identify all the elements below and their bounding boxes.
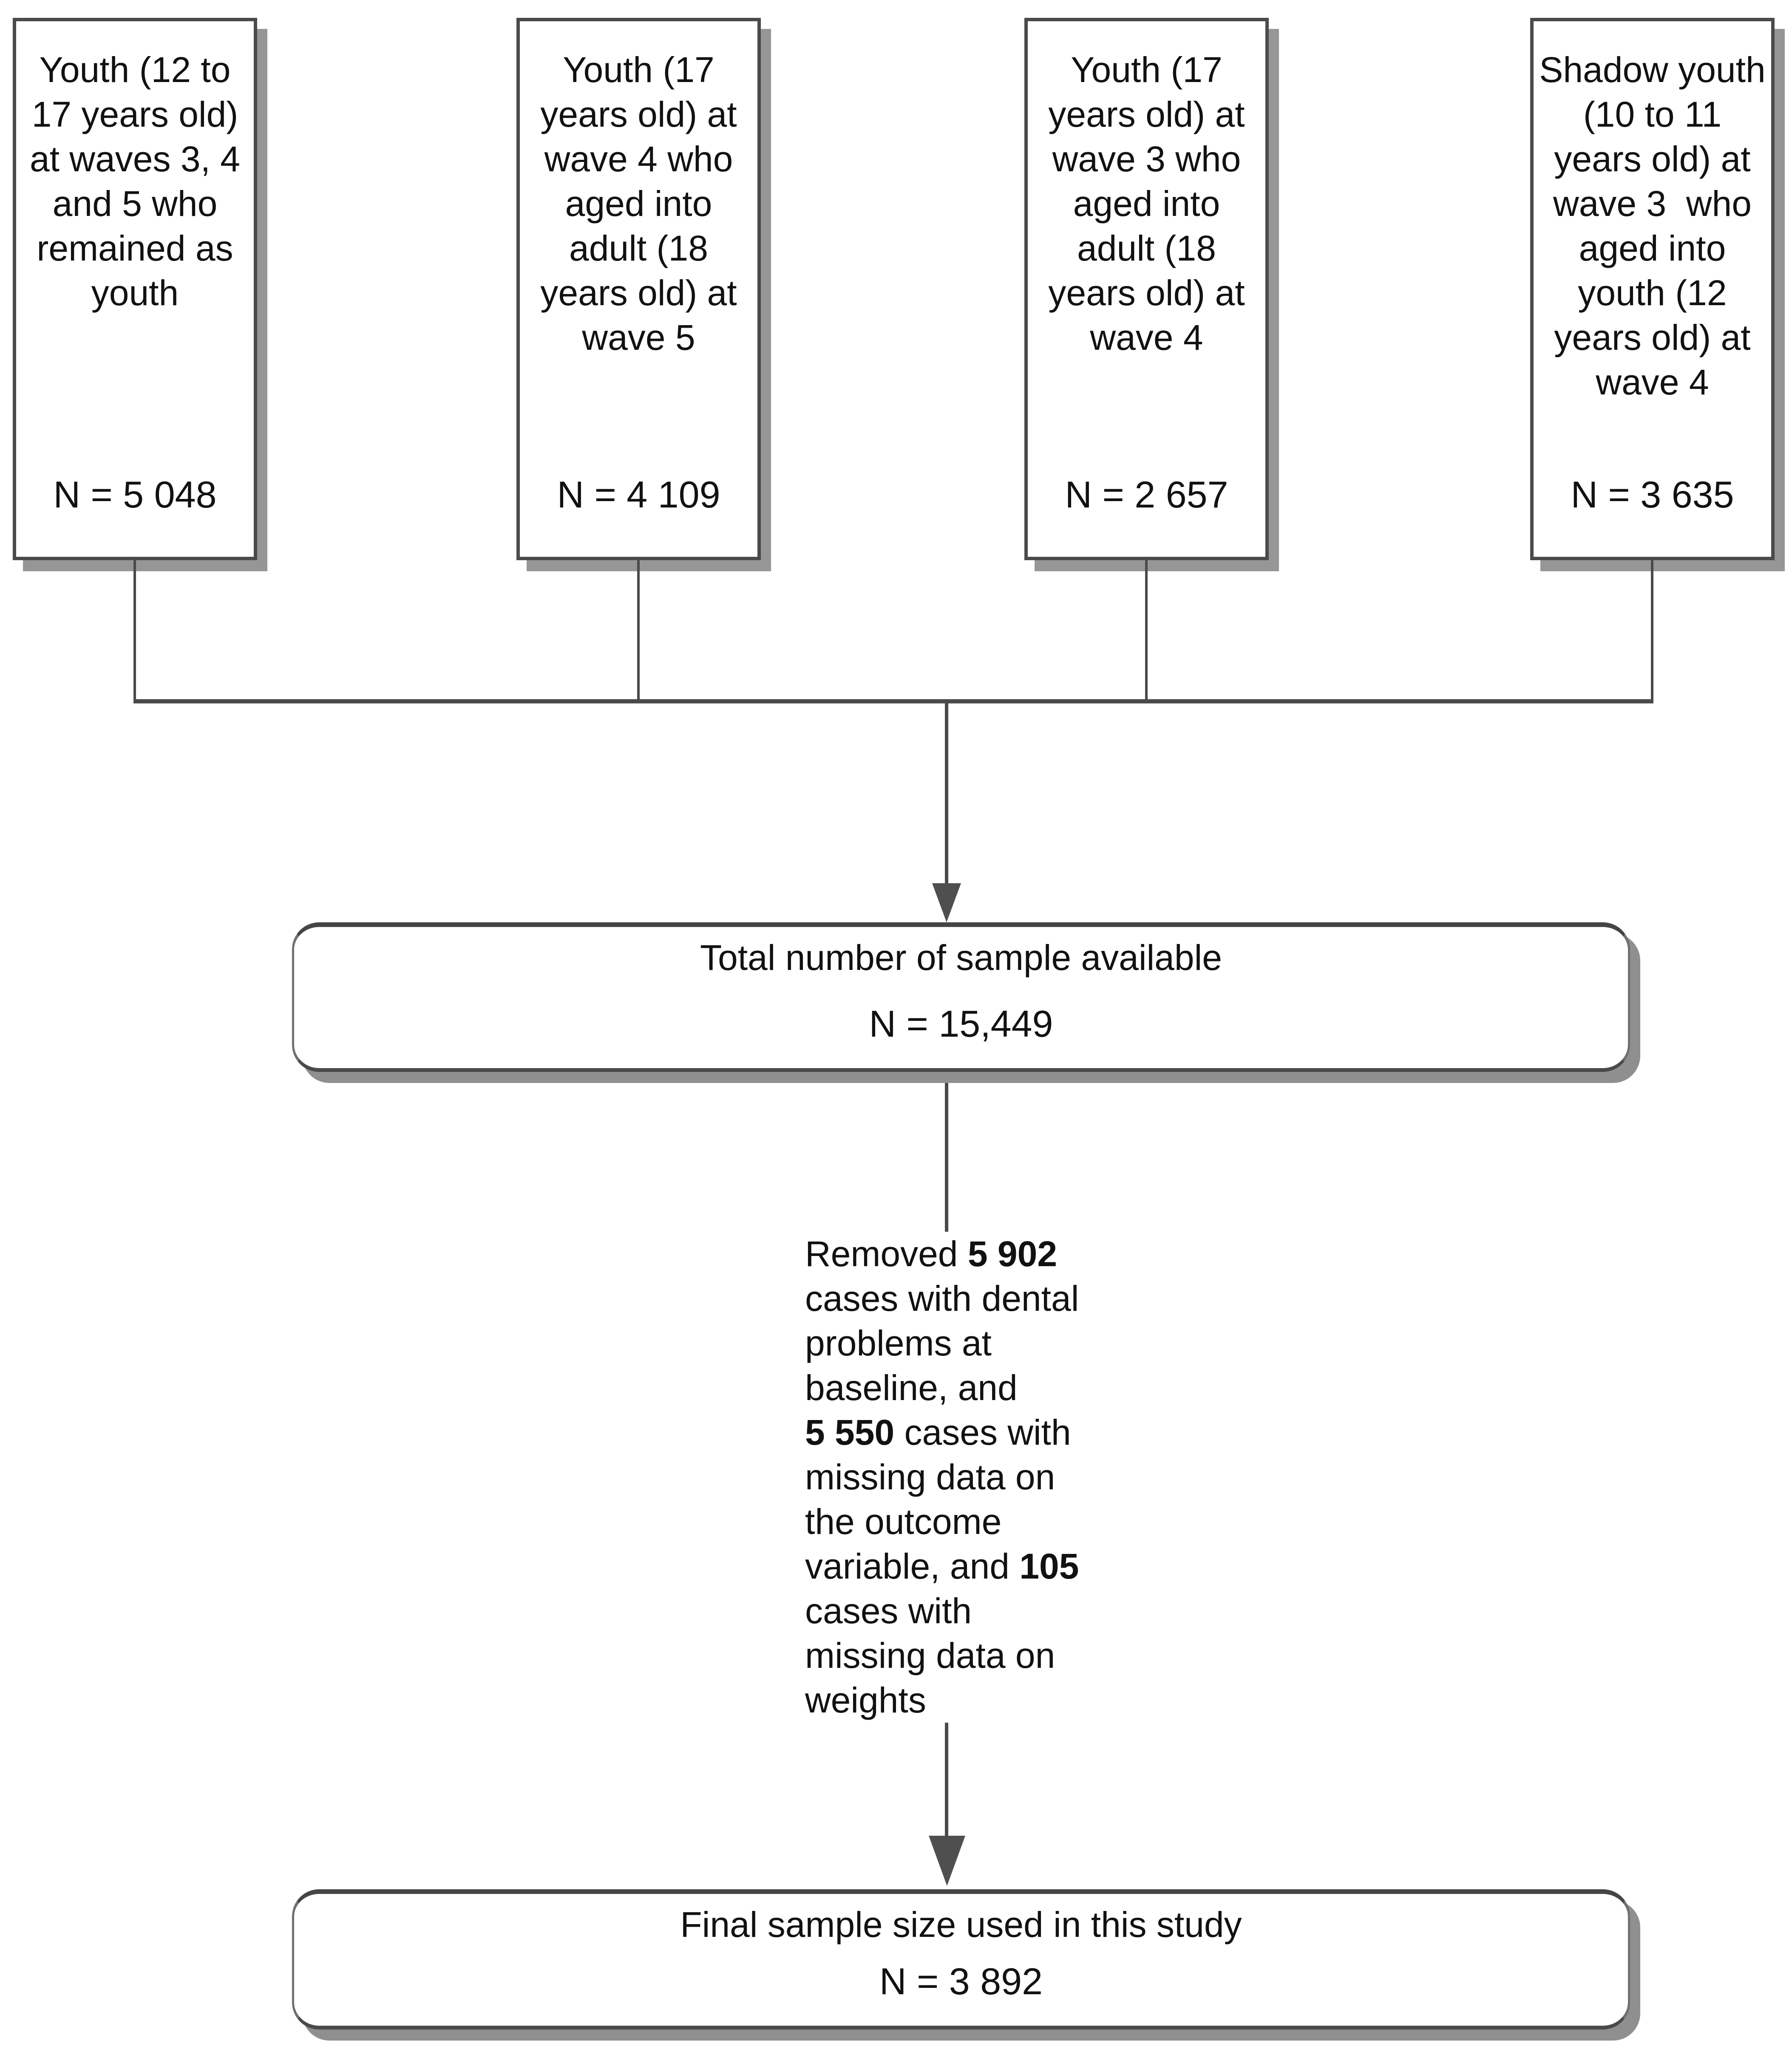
removal-note: Removed 5 902 cases with dental problems… (805, 1232, 1098, 1723)
cohort-box-4-n: N = 3 635 (1571, 473, 1734, 516)
total-sample-box-title: Total number of sample available (700, 938, 1222, 978)
cohort-box-1-label: Youth (12 to 17 years old) at waves 3, 4… (30, 50, 240, 313)
down-arrowhead-top-icon (932, 883, 961, 922)
cohort-box-2-n: N = 4 109 (557, 473, 720, 516)
connector-line-3 (1145, 560, 1148, 701)
cohort-box-2: Youth (17 years old) at wave 4 who aged … (516, 18, 761, 560)
final-sample-box: Final sample size used in this study N =… (292, 1889, 1630, 2030)
cohort-box-1: Youth (12 to 17 years old) at waves 3, 4… (13, 18, 257, 560)
down-arrowhead-bottom-icon (929, 1836, 965, 1886)
total-sample-box-n: N = 15,449 (869, 1003, 1053, 1045)
connector-line-1 (133, 560, 136, 701)
cohort-box-3-label: Youth (17 years old) at wave 3 who aged … (1048, 50, 1245, 357)
final-sample-box-n: N = 3 892 (879, 1960, 1043, 2002)
final-sample-box-title: Final sample size used in this study (680, 1905, 1242, 1945)
cohort-box-2-label: Youth (17 years old) at wave 4 who aged … (540, 50, 737, 357)
total-sample-box: Total number of sample available N = 15,… (292, 922, 1630, 1072)
connector-line-4 (1651, 560, 1653, 701)
cohort-box-4: Shadow youth (10 to 11 years old) at wav… (1530, 18, 1775, 560)
cohort-box-3-n: N = 2 657 (1065, 473, 1228, 516)
center-line-top (945, 702, 948, 883)
cohort-box-3: Youth (17 years old) at wave 3 who aged … (1024, 18, 1269, 560)
cohort-box-1-n: N = 5 048 (53, 473, 217, 516)
connector-line-2 (637, 560, 640, 701)
merge-line (133, 699, 1653, 703)
cohort-box-4-label: Shadow youth (10 to 11 years old) at wav… (1539, 50, 1766, 402)
